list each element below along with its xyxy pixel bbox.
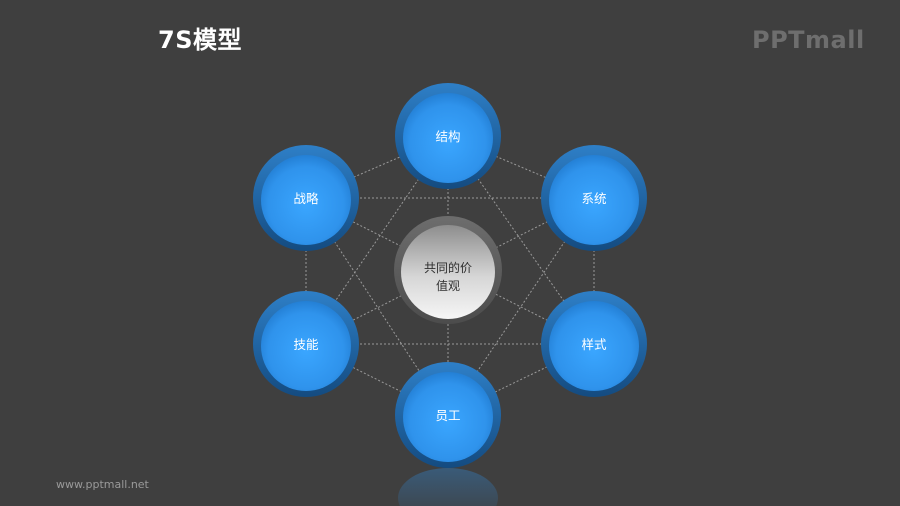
center-label-line2: 值观 (436, 278, 460, 293)
node-strategy: 战略 (253, 145, 359, 251)
slide-title: 7S模型 (158, 26, 242, 54)
node-label-staff: 员工 (435, 408, 460, 423)
node-style: 样式 (541, 291, 647, 397)
node-label-systems: 系统 (581, 191, 606, 206)
node-structure: 结构 (395, 83, 501, 189)
node-label-style: 样式 (581, 337, 607, 352)
center-label-line1: 共同的价 (424, 260, 472, 275)
staff-reflection (398, 468, 498, 506)
connector-line (447, 343, 595, 416)
node-skills: 技能 (253, 291, 359, 397)
node-label-strategy: 战略 (293, 191, 319, 206)
footer-url: www.pptmall.net (56, 478, 149, 491)
node-staff: 员工 (395, 362, 501, 468)
node-systems: 系统 (541, 145, 647, 251)
node-label-skills: 技能 (293, 337, 319, 352)
brand-logo: PPTmall (752, 26, 865, 54)
node-label-structure: 结构 (435, 129, 460, 144)
center-node: 共同的价 值观 (394, 216, 502, 324)
